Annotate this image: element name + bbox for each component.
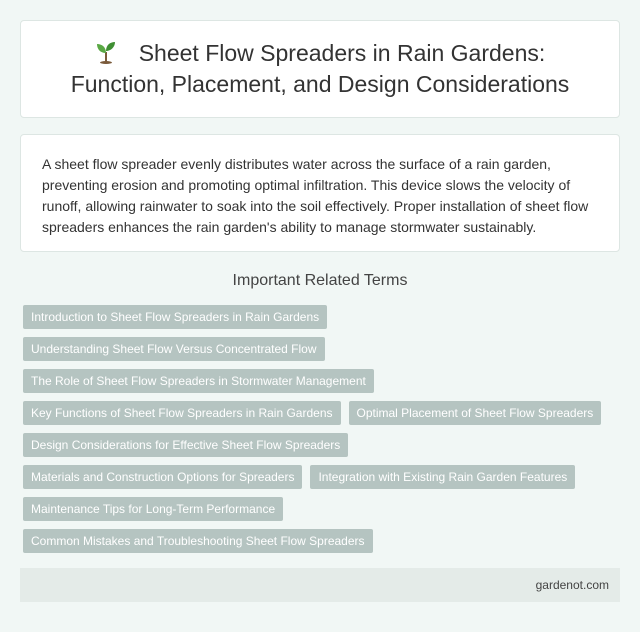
term-row: Introduction to Sheet Flow Spreaders in … — [23, 305, 617, 329]
related-term-link[interactable]: Introduction to Sheet Flow Spreaders in … — [23, 305, 328, 329]
related-term-link[interactable]: Common Mistakes and Troubleshooting Shee… — [23, 529, 373, 553]
related-term-link[interactable]: Integration with Existing Rain Garden Fe… — [310, 465, 576, 489]
summary-card: A sheet flow spreader evenly distributes… — [20, 134, 620, 252]
term-row: Key Functions of Sheet Flow Spreaders in… — [23, 401, 617, 425]
related-term-link[interactable]: Design Considerations for Effective Shee… — [23, 433, 349, 457]
related-term-link[interactable]: Maintenance Tips for Long-Term Performan… — [23, 497, 284, 521]
term-row: The Role of Sheet Flow Spreaders in Stor… — [23, 369, 617, 393]
footer: gardenot.com — [20, 568, 620, 602]
page-title-line-1: Sheet Flow Spreaders in Rain Gardens: — [95, 38, 546, 69]
title-text-1: Sheet Flow Spreaders in Rain Gardens: — [138, 40, 546, 66]
seedling-icon — [95, 40, 117, 64]
summary-text: A sheet flow spreader evenly distributes… — [42, 156, 589, 235]
footer-site-link[interactable]: gardenot.com — [535, 578, 609, 592]
related-terms-heading: Important Related Terms — [232, 272, 408, 289]
title-card: Sheet Flow Spreaders in Rain Gardens: Fu… — [20, 20, 620, 118]
term-row: Design Considerations for Effective Shee… — [23, 433, 617, 457]
page-title-line-2: Function, Placement, and Design Consider… — [70, 71, 570, 97]
related-term-link[interactable]: Understanding Sheet Flow Versus Concentr… — [23, 337, 325, 361]
term-row: Understanding Sheet Flow Versus Concentr… — [23, 337, 617, 361]
term-row: Common Mistakes and Troubleshooting Shee… — [23, 529, 617, 553]
related-terms-list: Introduction to Sheet Flow Spreaders in … — [23, 305, 617, 561]
related-term-link[interactable]: Optimal Placement of Sheet Flow Spreader… — [348, 401, 602, 425]
term-row: Maintenance Tips for Long-Term Performan… — [23, 497, 617, 521]
term-row: Materials and Construction Options for S… — [23, 465, 617, 489]
related-term-link[interactable]: The Role of Sheet Flow Spreaders in Stor… — [23, 369, 374, 393]
related-term-link[interactable]: Key Functions of Sheet Flow Spreaders in… — [23, 401, 341, 425]
related-term-link[interactable]: Materials and Construction Options for S… — [23, 465, 303, 489]
